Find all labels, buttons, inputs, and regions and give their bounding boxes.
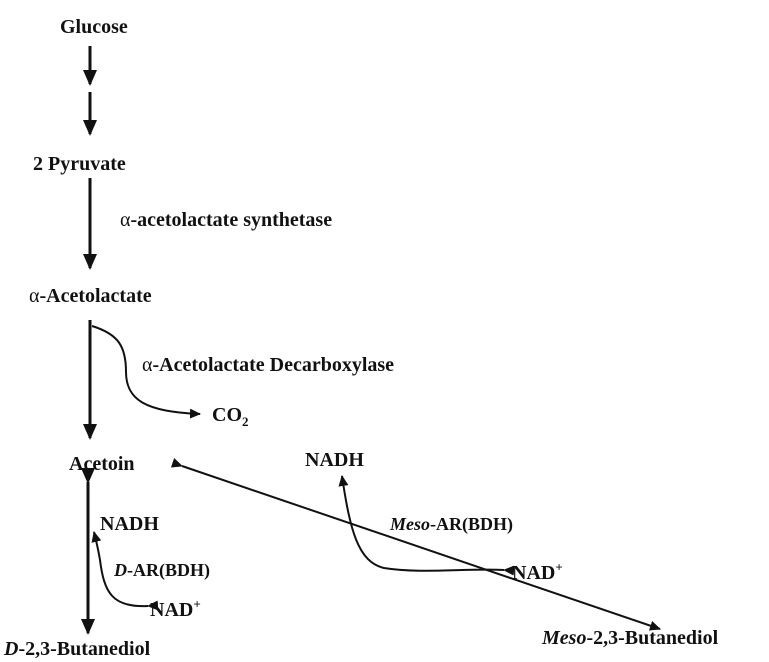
meso-ar-name: -AR(BDH) xyxy=(430,514,513,534)
nad-right-label: NAD+ xyxy=(512,560,563,584)
meso-butanediol-name: -2,3-Butanediol xyxy=(586,627,719,649)
nadh-left-label: NADH xyxy=(100,513,159,535)
d-ar-prefix: D xyxy=(114,560,127,580)
d-ar-label: D-AR(BDH) xyxy=(114,561,210,579)
decarboxylase-name: -Acetolactate Decarboxylase xyxy=(152,354,395,376)
nad-right-base: NAD xyxy=(512,562,556,584)
meso-butanediol-label: Meso-2,3-Butanediol xyxy=(542,628,718,648)
d-ar-cofactor-curve xyxy=(91,531,159,611)
nad-left-base: NAD xyxy=(150,599,194,621)
co2-label: CO2 xyxy=(212,404,249,428)
acetolactate-name: -Acetolactate xyxy=(39,285,152,307)
nad-left-superscript: + xyxy=(193,596,201,612)
co2-subscript: 2 xyxy=(242,414,249,429)
synthetase-greek: α xyxy=(120,209,131,231)
synthetase-name: -acetolactate synthetase xyxy=(130,209,333,231)
co2-base: CO xyxy=(212,404,242,426)
acetolactate-label: α-Acetolactate xyxy=(29,286,152,306)
glucose-label: Glucose xyxy=(60,16,128,38)
d-ar-name: -AR(BDH) xyxy=(127,560,210,580)
acetolactate-greek: α xyxy=(29,285,40,307)
nadh-right-label: NADH xyxy=(305,449,364,471)
nad-left-label: NAD+ xyxy=(150,597,201,621)
d-butanediol-prefix: D xyxy=(4,638,19,660)
acetoin-label: Acetoin xyxy=(69,453,135,475)
nad-right-superscript: + xyxy=(555,559,563,575)
synthetase-label: α-acetolactate synthetase xyxy=(120,210,332,230)
meso-ar-label: Meso-AR(BDH) xyxy=(390,515,513,533)
decarboxylase-label: α-Acetolactate Decarboxylase xyxy=(142,355,394,375)
meso-butanediol-prefix: Meso xyxy=(542,627,587,649)
pyruvate-label: 2 Pyruvate xyxy=(33,153,126,175)
d-butanediol-label: D-2,3-Butanediol xyxy=(4,639,150,659)
meso-ar-prefix: Meso xyxy=(390,514,430,534)
meso-butanediol-double-arrow xyxy=(170,458,661,631)
co2-release-curve xyxy=(91,325,201,419)
decarboxylase-greek: α xyxy=(142,354,153,376)
meso-ar-cofactor-curve xyxy=(338,475,515,576)
d-butanediol-name: -2,3-Butanediol xyxy=(18,638,151,660)
